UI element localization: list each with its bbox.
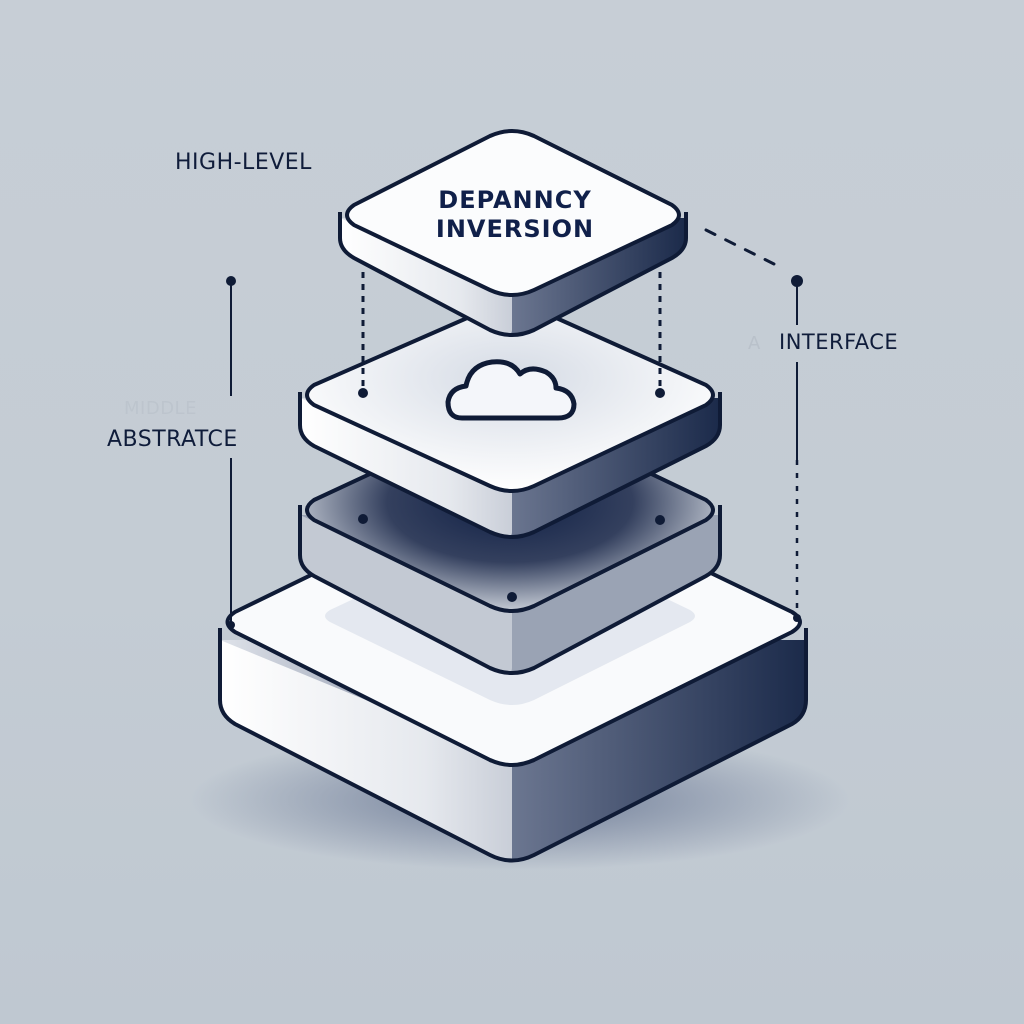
guide-dot bbox=[793, 614, 801, 622]
second-layer bbox=[298, 301, 722, 539]
top-layer bbox=[338, 129, 688, 337]
connector-dot bbox=[655, 388, 665, 398]
abstract-label: ABSTRATCE bbox=[107, 427, 238, 452]
interface-prefix-label: A bbox=[748, 333, 761, 354]
connector-dot bbox=[358, 514, 368, 524]
high-level-label: HIGH-LEVEL bbox=[175, 150, 312, 175]
guide-dot bbox=[227, 621, 235, 629]
cloud-icon bbox=[445, 359, 577, 421]
middle-faint-label: MIDDLE bbox=[124, 398, 197, 419]
connector-dot bbox=[358, 388, 368, 398]
interface-label: INTERFACE bbox=[779, 330, 899, 354]
diagram-title-line2: INVERSION bbox=[435, 215, 595, 243]
connector-dot bbox=[655, 515, 665, 525]
diagram-title-line1: DEPANNCY bbox=[438, 186, 592, 214]
connector-dot bbox=[507, 592, 517, 602]
right-dashed-diagonal bbox=[704, 228, 784, 270]
